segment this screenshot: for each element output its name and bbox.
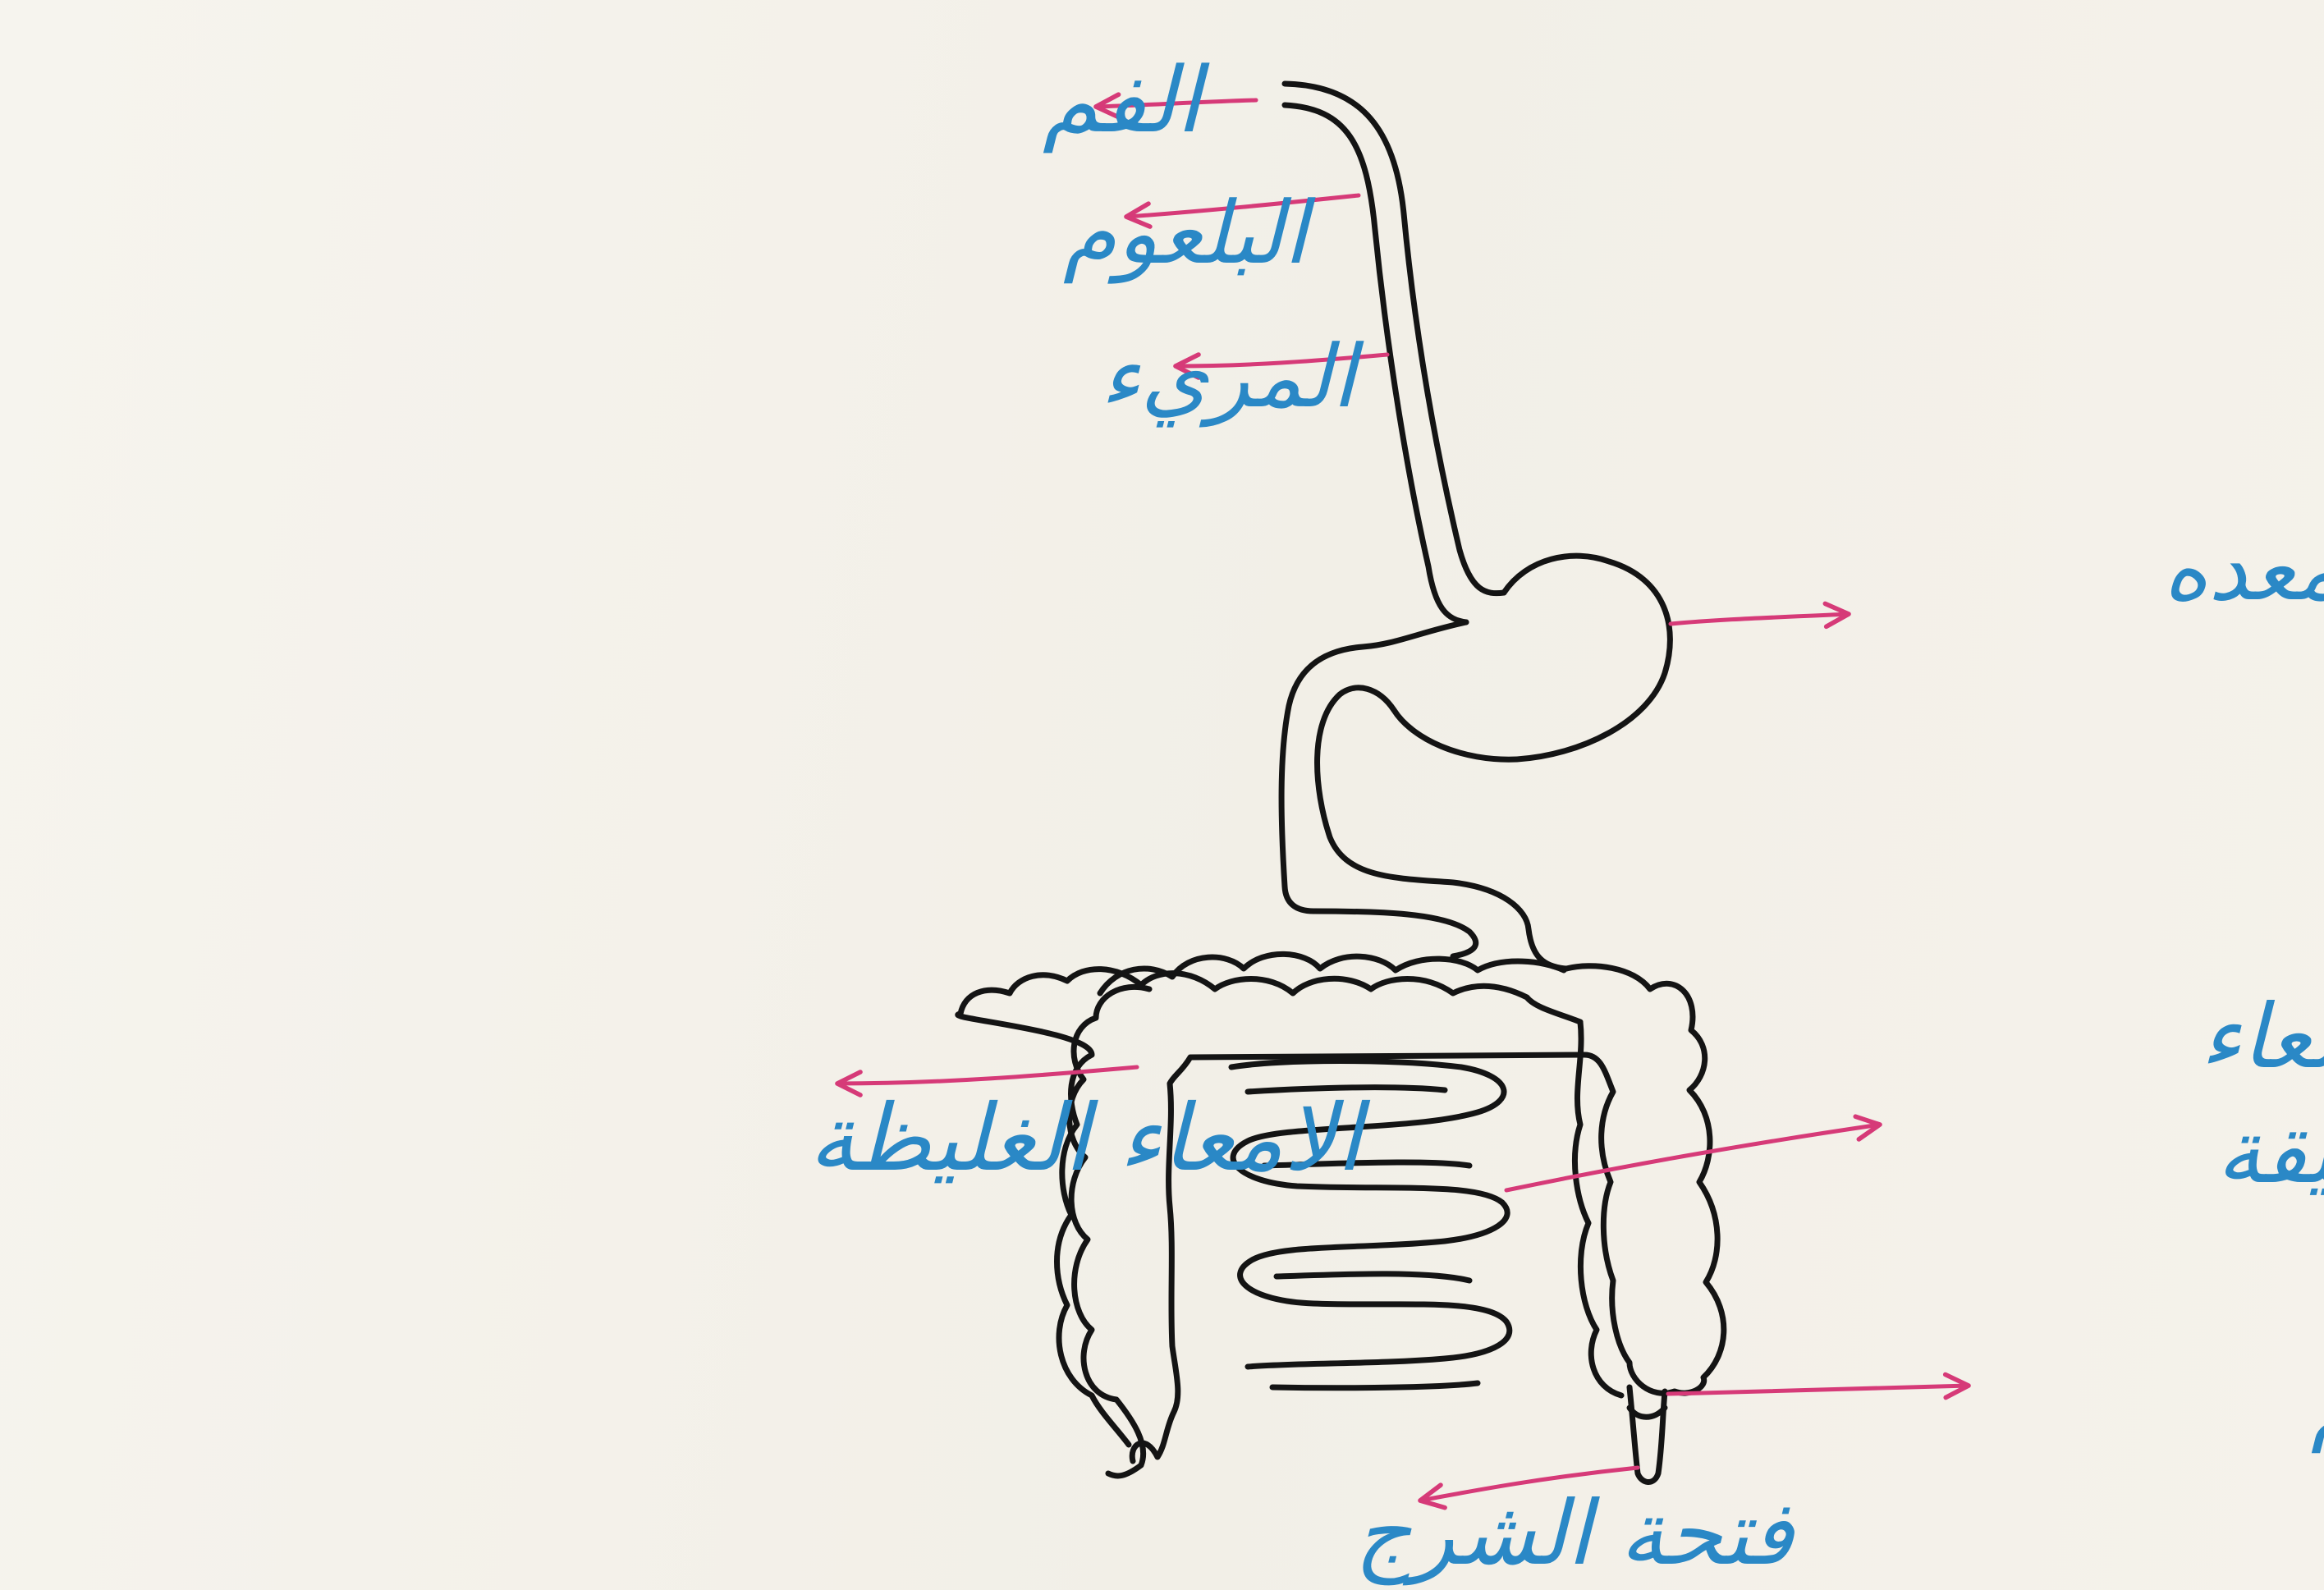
label-large-intestine: الامعاء الغليظة <box>809 1085 1370 1192</box>
label-stomach: المعده <box>2163 520 2324 620</box>
anus-opening <box>1630 1408 1665 1417</box>
arrow-stomach <box>1671 614 1849 624</box>
label-small-intestine-line2: الدقيقة <box>2216 1101 2324 1203</box>
stomach-outline <box>1318 556 1671 969</box>
arrow-small-intestine <box>1506 1125 1880 1190</box>
label-mouth: الفم <box>1043 48 1210 154</box>
descending-colon <box>1575 1022 1621 1395</box>
label-esophagus: المريء <box>1100 327 1364 428</box>
label-small-intestine-line1: الامعاء <box>2200 986 2324 1088</box>
diagram-labels: الفم البلعوم المريء المعده الامعاء الغلي… <box>809 48 2324 1586</box>
arrow-rectum <box>1668 1386 1969 1394</box>
label-rectum: المستقيم <box>2311 1353 2324 1454</box>
stomach-inner-curve <box>1281 622 1476 956</box>
label-anus: فتحة الشرج <box>1355 1482 1795 1586</box>
digestive-tract-outline <box>958 84 1724 1482</box>
large-intestine-inner <box>958 969 1580 1445</box>
label-arrows <box>837 100 1969 1501</box>
label-pharynx: البلعوم <box>1063 183 1316 284</box>
arrow-large-intestine <box>837 1067 1137 1084</box>
